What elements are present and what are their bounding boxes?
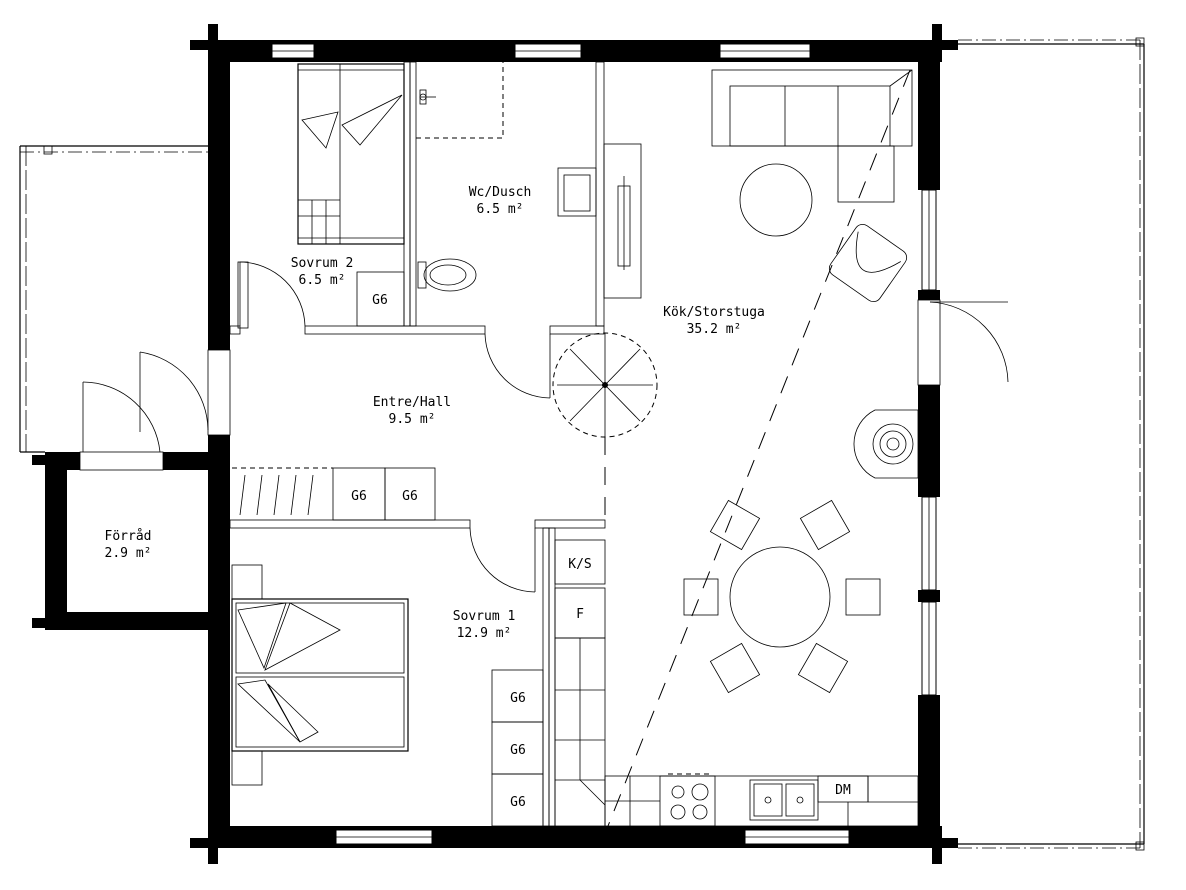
fridge-freezer-label: K/S	[568, 557, 591, 572]
interior-walls	[229, 61, 606, 827]
kitchen: K/S F DM	[554, 539, 919, 827]
room-area: 35.2 m²	[687, 322, 742, 337]
bedroom2-wardrobe: G6	[356, 271, 405, 327]
bedroom1-wardrobes: G6 G6 G6	[491, 669, 544, 827]
wardrobe-label: G6	[351, 489, 367, 504]
dishwasher-label: DM	[835, 783, 851, 798]
wardrobe-label: G6	[510, 691, 526, 706]
decks	[19, 37, 1145, 851]
spiral-stair	[552, 332, 658, 520]
bunk-bed	[297, 63, 405, 245]
wardrobe-label: G6	[372, 293, 388, 308]
room-name: Kök/Storstuga	[663, 305, 765, 320]
room-area: 9.5 m²	[389, 412, 436, 427]
room-labels: Wc/Dusch 6.5 m² Sovrum 2 6.5 m² Kök/Stor…	[105, 185, 765, 641]
outer-walls	[32, 24, 958, 864]
room-name: Förråd	[105, 529, 152, 544]
room-area: 12.9 m²	[457, 626, 512, 641]
doors	[79, 261, 1009, 593]
room-name: Entre/Hall	[373, 395, 451, 410]
wardrobe-label: G6	[510, 795, 526, 810]
room-name: Sovrum 1	[453, 609, 516, 624]
wardrobe-label: G6	[402, 489, 418, 504]
room-area: 6.5 m²	[299, 273, 346, 288]
bathroom-fixtures	[416, 62, 642, 299]
wardrobe-label: G6	[510, 743, 526, 758]
living-room-furniture	[607, 69, 919, 827]
hall-wardrobe: G6 G6	[232, 467, 436, 521]
freezer-label: F	[576, 607, 584, 622]
windows	[271, 43, 937, 845]
room-name: Wc/Dusch	[469, 185, 532, 200]
room-area: 2.9 m²	[105, 546, 152, 561]
room-area: 6.5 m²	[477, 202, 524, 217]
room-name: Sovrum 2	[291, 256, 354, 271]
double-bed	[231, 564, 409, 786]
